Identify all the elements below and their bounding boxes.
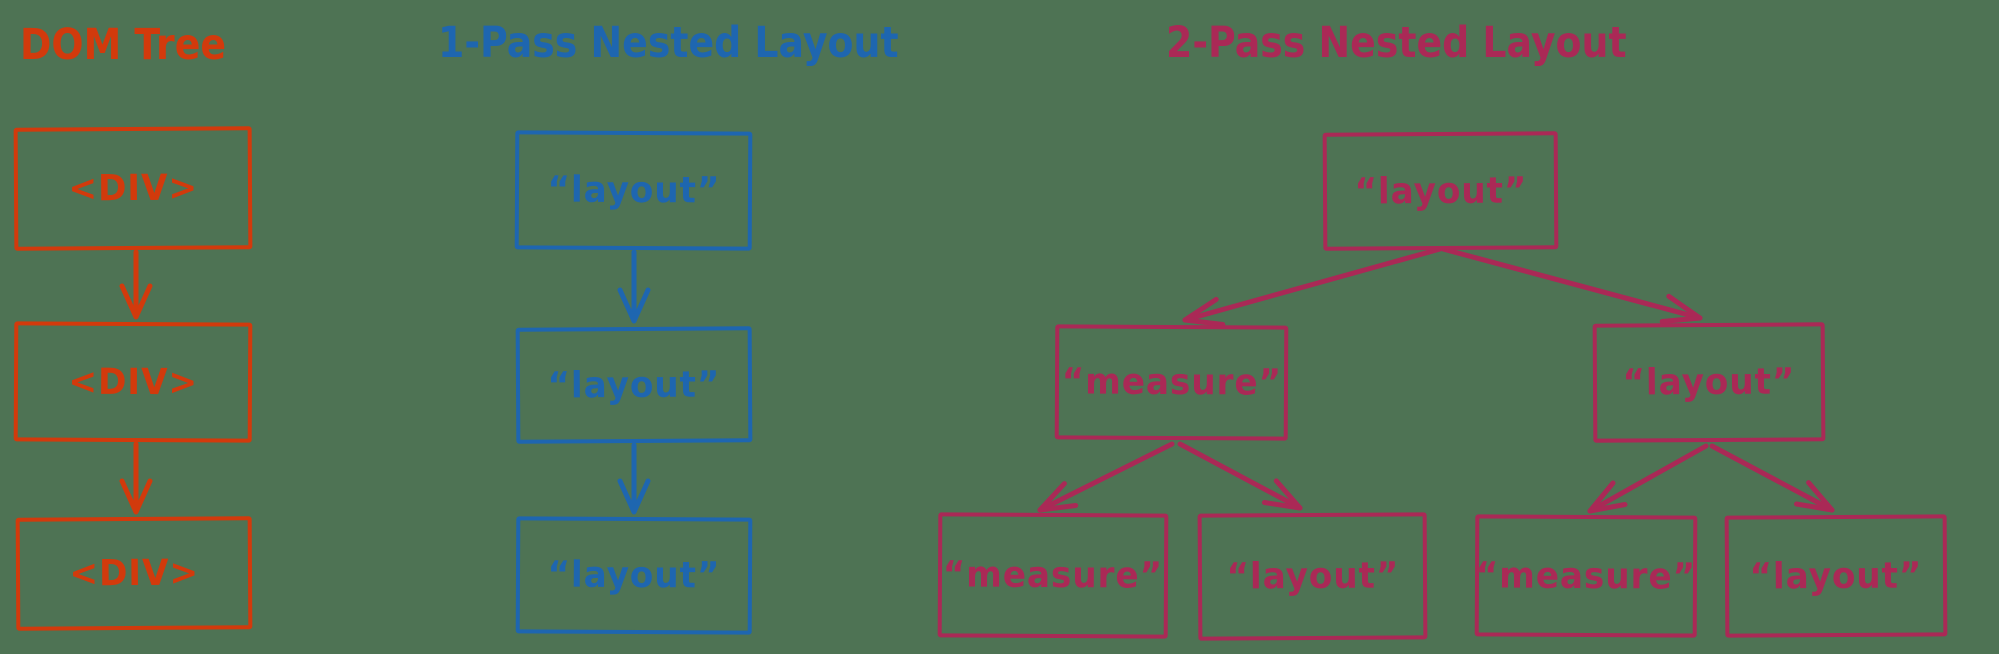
- arrowhead-icon: [1037, 481, 1079, 513]
- one-pass-node-1: “layout”: [514, 130, 753, 251]
- two-pass-title: 2-Pass Nested Layout: [1166, 18, 1627, 68]
- arrowhead-icon: [1587, 480, 1628, 514]
- dom-tree-node-2: <DIV>: [13, 321, 253, 443]
- node-label: “measure”: [942, 554, 1164, 597]
- arrowhead-icon: [1182, 296, 1226, 327]
- one-pass-node-3: “layout”: [515, 516, 753, 635]
- arrow-diagonal-icon: [1182, 246, 1443, 323]
- two-pass-child-node-1: “measure”: [1054, 324, 1289, 441]
- node-label: <DIV>: [68, 361, 198, 403]
- arrowhead-icon: [617, 478, 651, 515]
- two-pass-leaf-node-3: “measure”: [1474, 514, 1698, 638]
- node-label: “layout”: [1622, 361, 1796, 404]
- arrowhead-icon: [617, 287, 651, 324]
- arrow-diagonal-icon: [1709, 443, 1835, 513]
- two-pass-child-node-2: “layout”: [1592, 322, 1826, 443]
- node-label: <DIV>: [69, 552, 199, 595]
- two-pass-root-node: “layout”: [1322, 131, 1559, 251]
- dom-tree-node-3: <DIV>: [15, 516, 253, 631]
- node-label: “layout”: [1225, 555, 1400, 598]
- arrowhead-icon: [1794, 480, 1835, 513]
- dom-tree-node-1: <DIV>: [13, 126, 253, 251]
- arrowhead-icon: [119, 478, 153, 515]
- arrow-diagonal-icon: [1587, 443, 1709, 514]
- node-label: “layout”: [1353, 169, 1528, 213]
- two-pass-leaf-node-2: “layout”: [1197, 512, 1428, 641]
- dom-tree-title: DOM Tree: [20, 20, 227, 70]
- node-label: “measure”: [1061, 361, 1282, 404]
- two-pass-leaf-node-4: “layout”: [1724, 514, 1948, 638]
- arrow-diagonal-icon: [1037, 441, 1175, 513]
- node-label: <DIV>: [68, 167, 198, 210]
- arrowhead-icon: [1261, 478, 1303, 511]
- node-label: “layout”: [547, 363, 721, 407]
- arrowhead-icon: [119, 283, 153, 320]
- one-pass-node-2: “layout”: [515, 326, 753, 444]
- node-label: “measure”: [1475, 554, 1697, 598]
- arrow-diagonal-icon: [1177, 441, 1303, 511]
- node-label: “layout”: [546, 169, 720, 212]
- node-label: “layout”: [547, 554, 721, 597]
- two-pass-leaf-node-1: “measure”: [937, 512, 1169, 639]
- arrow-diagonal-icon: [1440, 246, 1703, 321]
- node-label: “layout”: [1749, 554, 1923, 598]
- arrowhead-icon: [1659, 293, 1703, 324]
- one-pass-title: 1-Pass Nested Layout: [438, 18, 899, 68]
